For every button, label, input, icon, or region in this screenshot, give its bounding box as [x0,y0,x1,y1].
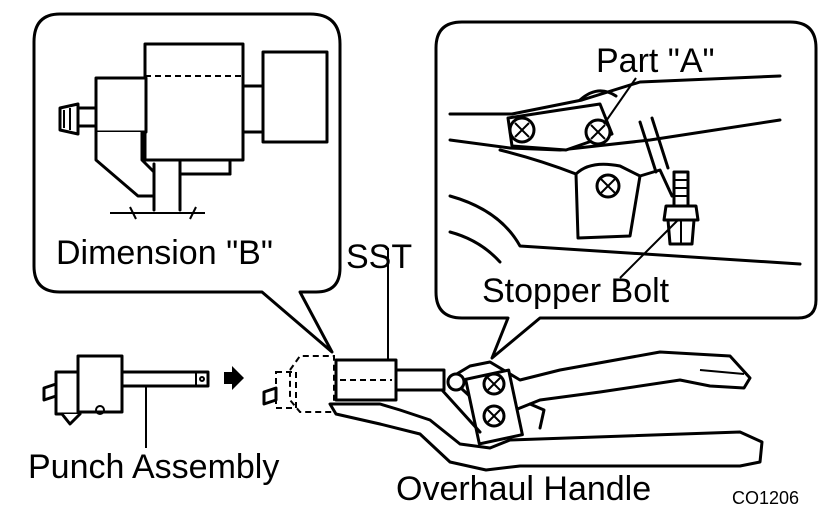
dimension-b-label: Dimension "B" [56,234,273,272]
part-a-label: Part "A" [596,42,715,80]
figure-code: CO1206 [732,488,799,508]
stopper-bolt-label: Stopper Bolt [482,272,670,310]
punch-assembly-label: Punch Assembly [28,448,279,486]
dimension-b-callout [32,12,342,354]
sst-label: SST [346,238,412,276]
overhaul-handle-label: Overhaul Handle [396,470,651,508]
punch-assembly-drawing [42,354,210,448]
stopper-bolt-callout [434,20,818,360]
overhaul-handle-drawing [262,248,764,472]
arrow-icon [224,366,244,390]
